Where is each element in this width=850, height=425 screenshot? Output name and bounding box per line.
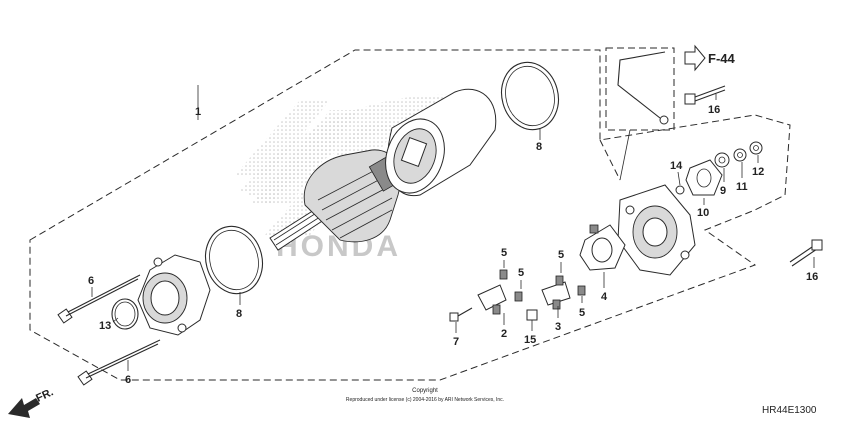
terminal-set-3 (541, 281, 571, 318)
callout-6-a: 6 (88, 275, 94, 287)
o-ring-13 (111, 298, 139, 330)
motor-yoke (385, 88, 497, 197)
brush-holder (579, 224, 626, 288)
bolt-16-lower (789, 239, 823, 268)
callout-4: 4 (601, 291, 608, 303)
callout-5-d: 5 (579, 307, 585, 319)
washer-11 (733, 148, 747, 178)
callout-5-a: 5 (501, 247, 507, 259)
callout-11: 11 (736, 181, 748, 193)
callout-8-b: 8 (236, 308, 242, 320)
through-bolt-6-lower (77, 339, 161, 386)
brush-springs (499, 260, 586, 303)
terminal-set-2 (477, 284, 507, 325)
o-ring-8-front (205, 225, 263, 305)
callout-10: 10 (697, 207, 709, 219)
callout-7: 7 (453, 336, 459, 348)
direction-label: FR. (34, 386, 55, 404)
assembly-boundary (29, 49, 791, 381)
callout-12: 12 (752, 166, 764, 178)
nut-9 (714, 152, 730, 182)
diagram-code: HR44E1300 (762, 405, 817, 416)
callout-16-a: 16 (708, 104, 720, 116)
bolt-16-upper (684, 85, 726, 105)
callout-3: 3 (555, 321, 561, 333)
callout-9: 9 (720, 185, 726, 197)
bolt-7 (449, 307, 473, 333)
copyright-line-2: Reproduced under license (c) 2004-2016 b… (346, 397, 504, 403)
reference-arrow (684, 44, 706, 72)
callout-8-a: 8 (536, 141, 542, 153)
callout-1: 1 (195, 106, 201, 118)
o-ring-8-rear (501, 61, 559, 140)
callout-16-b: 16 (806, 271, 818, 283)
nut-12 (749, 141, 763, 163)
callout-15: 15 (524, 334, 536, 346)
copyright-line-1: Copyright (412, 388, 438, 394)
front-cover (137, 254, 211, 336)
through-bolt-6-upper (57, 274, 141, 324)
reference-label: F-44 (708, 51, 736, 66)
nut-15 (526, 309, 538, 331)
callout-5-b: 5 (518, 267, 524, 279)
rear-cover (617, 184, 696, 276)
callout-14: 14 (670, 160, 683, 172)
callout-2: 2 (501, 328, 507, 340)
callout-5-c: 5 (558, 249, 564, 261)
front-direction-arrow (8, 398, 40, 418)
insulator-10 (685, 159, 723, 205)
washer-14 (675, 171, 685, 195)
callout-13: 13 (99, 320, 111, 332)
callout-6-b: 6 (125, 374, 131, 386)
starter-cable (605, 47, 675, 181)
